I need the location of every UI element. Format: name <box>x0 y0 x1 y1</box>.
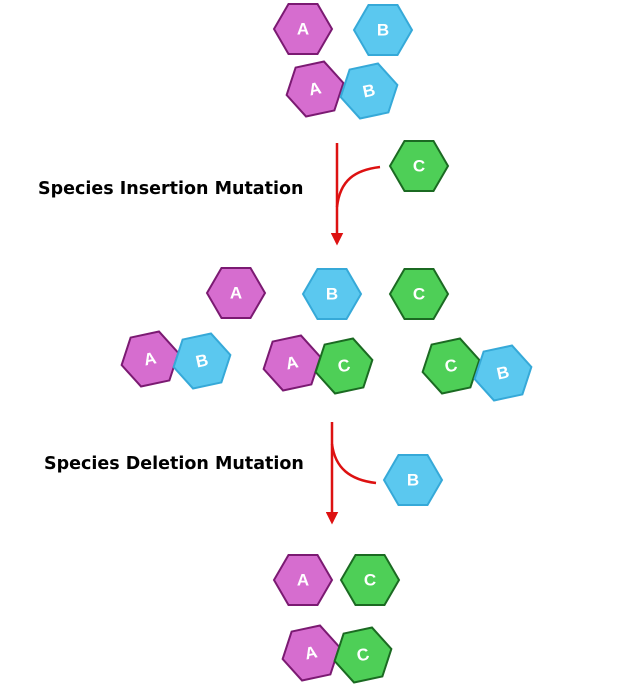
complex-ac-c-label: C <box>355 644 371 665</box>
complex-ab-a-node: A <box>285 60 345 118</box>
complex-ac: A C <box>262 334 374 395</box>
complex-ab: A B <box>285 60 399 120</box>
complex-ac-a-label: A <box>303 642 319 663</box>
complex-cb-c-node: C <box>421 337 481 395</box>
deletion-label: Species Deletion Mutation <box>44 454 304 474</box>
species-a-label: A <box>230 284 242 303</box>
deleted-species-b-node: B <box>382 454 444 506</box>
complex-ab-b-node: B <box>339 62 399 120</box>
complex-ab-a-label: A <box>142 348 158 369</box>
species-a-label: A <box>297 20 309 39</box>
species-b-label: B <box>326 285 338 304</box>
species-a-label: A <box>297 571 309 590</box>
complex-ab: A B <box>120 330 232 390</box>
complex-ac-c-label: C <box>336 355 352 376</box>
complex-cb: C B <box>421 337 533 402</box>
complex-ab-b-node: B <box>172 332 232 390</box>
insertion-label: Species Insertion Mutation <box>38 179 303 199</box>
complex-ab-a-node: A <box>120 330 180 388</box>
insertion-mutation: Species Insertion Mutation C <box>38 140 450 246</box>
inserted-species-c-node: C <box>388 140 450 192</box>
stage-1: A B A B <box>272 3 414 120</box>
complex-ab-b-label: B <box>194 350 210 371</box>
complex-ac-a-node: A <box>281 624 341 682</box>
complex-ab-b-label: B <box>361 80 377 101</box>
complex-ac-a-node: A <box>262 334 322 392</box>
complex-cb-b-node: B <box>473 344 533 402</box>
complex-cb-c-label: C <box>443 355 459 376</box>
species-a-node: A <box>272 3 334 55</box>
species-c-label: C <box>413 285 425 304</box>
species-c-label: C <box>364 571 376 590</box>
insertion-curve <box>335 165 381 208</box>
stage-3: A C A C <box>272 554 401 684</box>
species-c-node: C <box>339 554 401 606</box>
complex-ac-c-node: C <box>314 337 374 395</box>
complex-ac-c-node: C <box>333 626 393 684</box>
deletion-mutation: Species Deletion Mutation B <box>44 422 444 525</box>
species-b-node: B <box>301 268 363 320</box>
species-b-label: B <box>377 21 389 40</box>
species-b-node: B <box>352 4 414 56</box>
stage-2: A B C A B A C <box>120 267 533 402</box>
deletion-curve <box>330 443 377 485</box>
complex-cb-b-label: B <box>495 362 511 383</box>
complex-ab-a-label: A <box>307 78 323 99</box>
species-a-node: A <box>205 267 267 319</box>
species-c-node: C <box>388 268 450 320</box>
inserted-species-label: C <box>413 157 425 176</box>
complex-ac: A C <box>281 624 393 684</box>
species-a-node: A <box>272 554 334 606</box>
deleted-species-label: B <box>407 471 419 490</box>
complex-ac-a-label: A <box>284 352 300 373</box>
